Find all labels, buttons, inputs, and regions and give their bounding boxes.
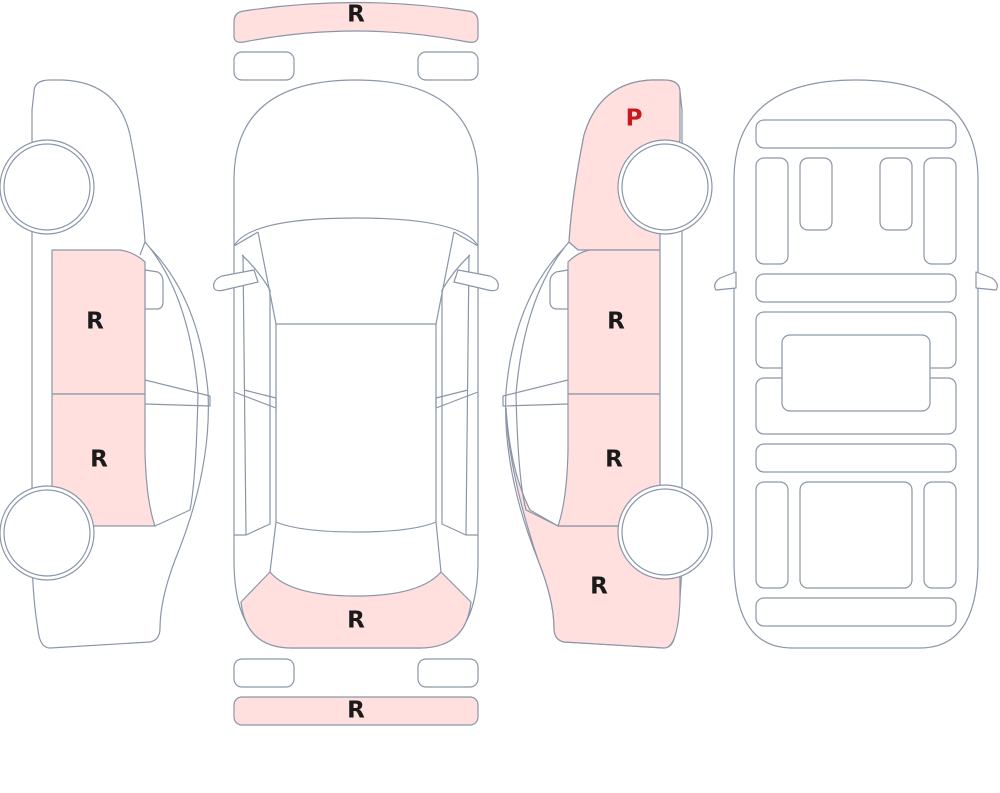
left-pillar (144, 379, 211, 407)
left-front-door-code: R (86, 309, 104, 335)
left-front-door[interactable] (51, 249, 146, 395)
left-window-line (139, 241, 199, 527)
right-front-door[interactable] (567, 249, 661, 395)
rear-bumper-code: R (347, 698, 365, 724)
right-quarter-panel[interactable] (505, 407, 681, 649)
underbody-view (714, 79, 998, 649)
left-rear-door[interactable] (51, 393, 156, 527)
top-rear-panel-code: R (347, 608, 365, 634)
top-windshield (233, 217, 479, 325)
underbody-panel-1[interactable] (755, 119, 957, 149)
left-front-tire-inner (3, 143, 91, 231)
top-roof (275, 324, 437, 533)
top-rear-panel[interactable] (240, 571, 472, 649)
underbody-left-mirror[interactable] (714, 271, 737, 291)
underbody-panel-5[interactable] (923, 157, 957, 265)
underbody-panel-2[interactable] (755, 157, 789, 265)
right-side-view: P R R R (502, 79, 713, 649)
underbody-panel-4[interactable] (879, 157, 913, 231)
right-window-line (515, 247, 565, 527)
right-mirror[interactable] (549, 269, 569, 310)
underbody-panel-3[interactable] (799, 157, 833, 231)
top-left-pillar (233, 389, 277, 409)
top-left-mirror[interactable] (213, 269, 259, 292)
top-view: R R R (213, 1, 499, 726)
right-front-fender-code: P (626, 106, 643, 132)
left-side-view: R R (0, 79, 211, 649)
right-rear-tire-inner (621, 488, 709, 576)
top-rear-window (269, 521, 442, 573)
top-left-side (233, 231, 271, 536)
underbody-panel-12[interactable] (799, 481, 913, 589)
left-rear-door-code: R (90, 447, 108, 473)
top-right-side (441, 231, 479, 536)
underbody-panel-13[interactable] (923, 481, 957, 589)
top-front-bumper-code: R (347, 2, 365, 28)
underbody-panel-11[interactable] (755, 481, 789, 589)
front-light-right[interactable] (417, 51, 479, 81)
right-rear-door-code: R (605, 447, 623, 473)
front-light-left[interactable] (233, 51, 295, 81)
underbody-panel-10[interactable] (755, 443, 957, 473)
right-front-tire-inner (621, 143, 709, 231)
underbody-panel-14[interactable] (755, 597, 957, 627)
left-mirror[interactable] (144, 269, 164, 310)
top-right-pillar (435, 389, 479, 409)
rear-light-right[interactable] (417, 658, 479, 688)
left-rear-tire-inner (3, 489, 91, 577)
right-pillar (502, 379, 569, 407)
right-front-door-code: R (607, 309, 625, 335)
rear-bumper[interactable] (233, 696, 479, 726)
top-right-mirror[interactable] (453, 269, 499, 292)
underbody-right-mirror[interactable] (975, 271, 998, 291)
right-rear-door[interactable] (557, 393, 661, 527)
underbody-panel-9[interactable] (781, 334, 931, 412)
underbody-panel-6[interactable] (755, 273, 957, 303)
right-quarter-panel-code: R (590, 574, 608, 600)
top-front-bumper[interactable] (233, 1, 479, 43)
rear-light-left[interactable] (233, 658, 295, 688)
